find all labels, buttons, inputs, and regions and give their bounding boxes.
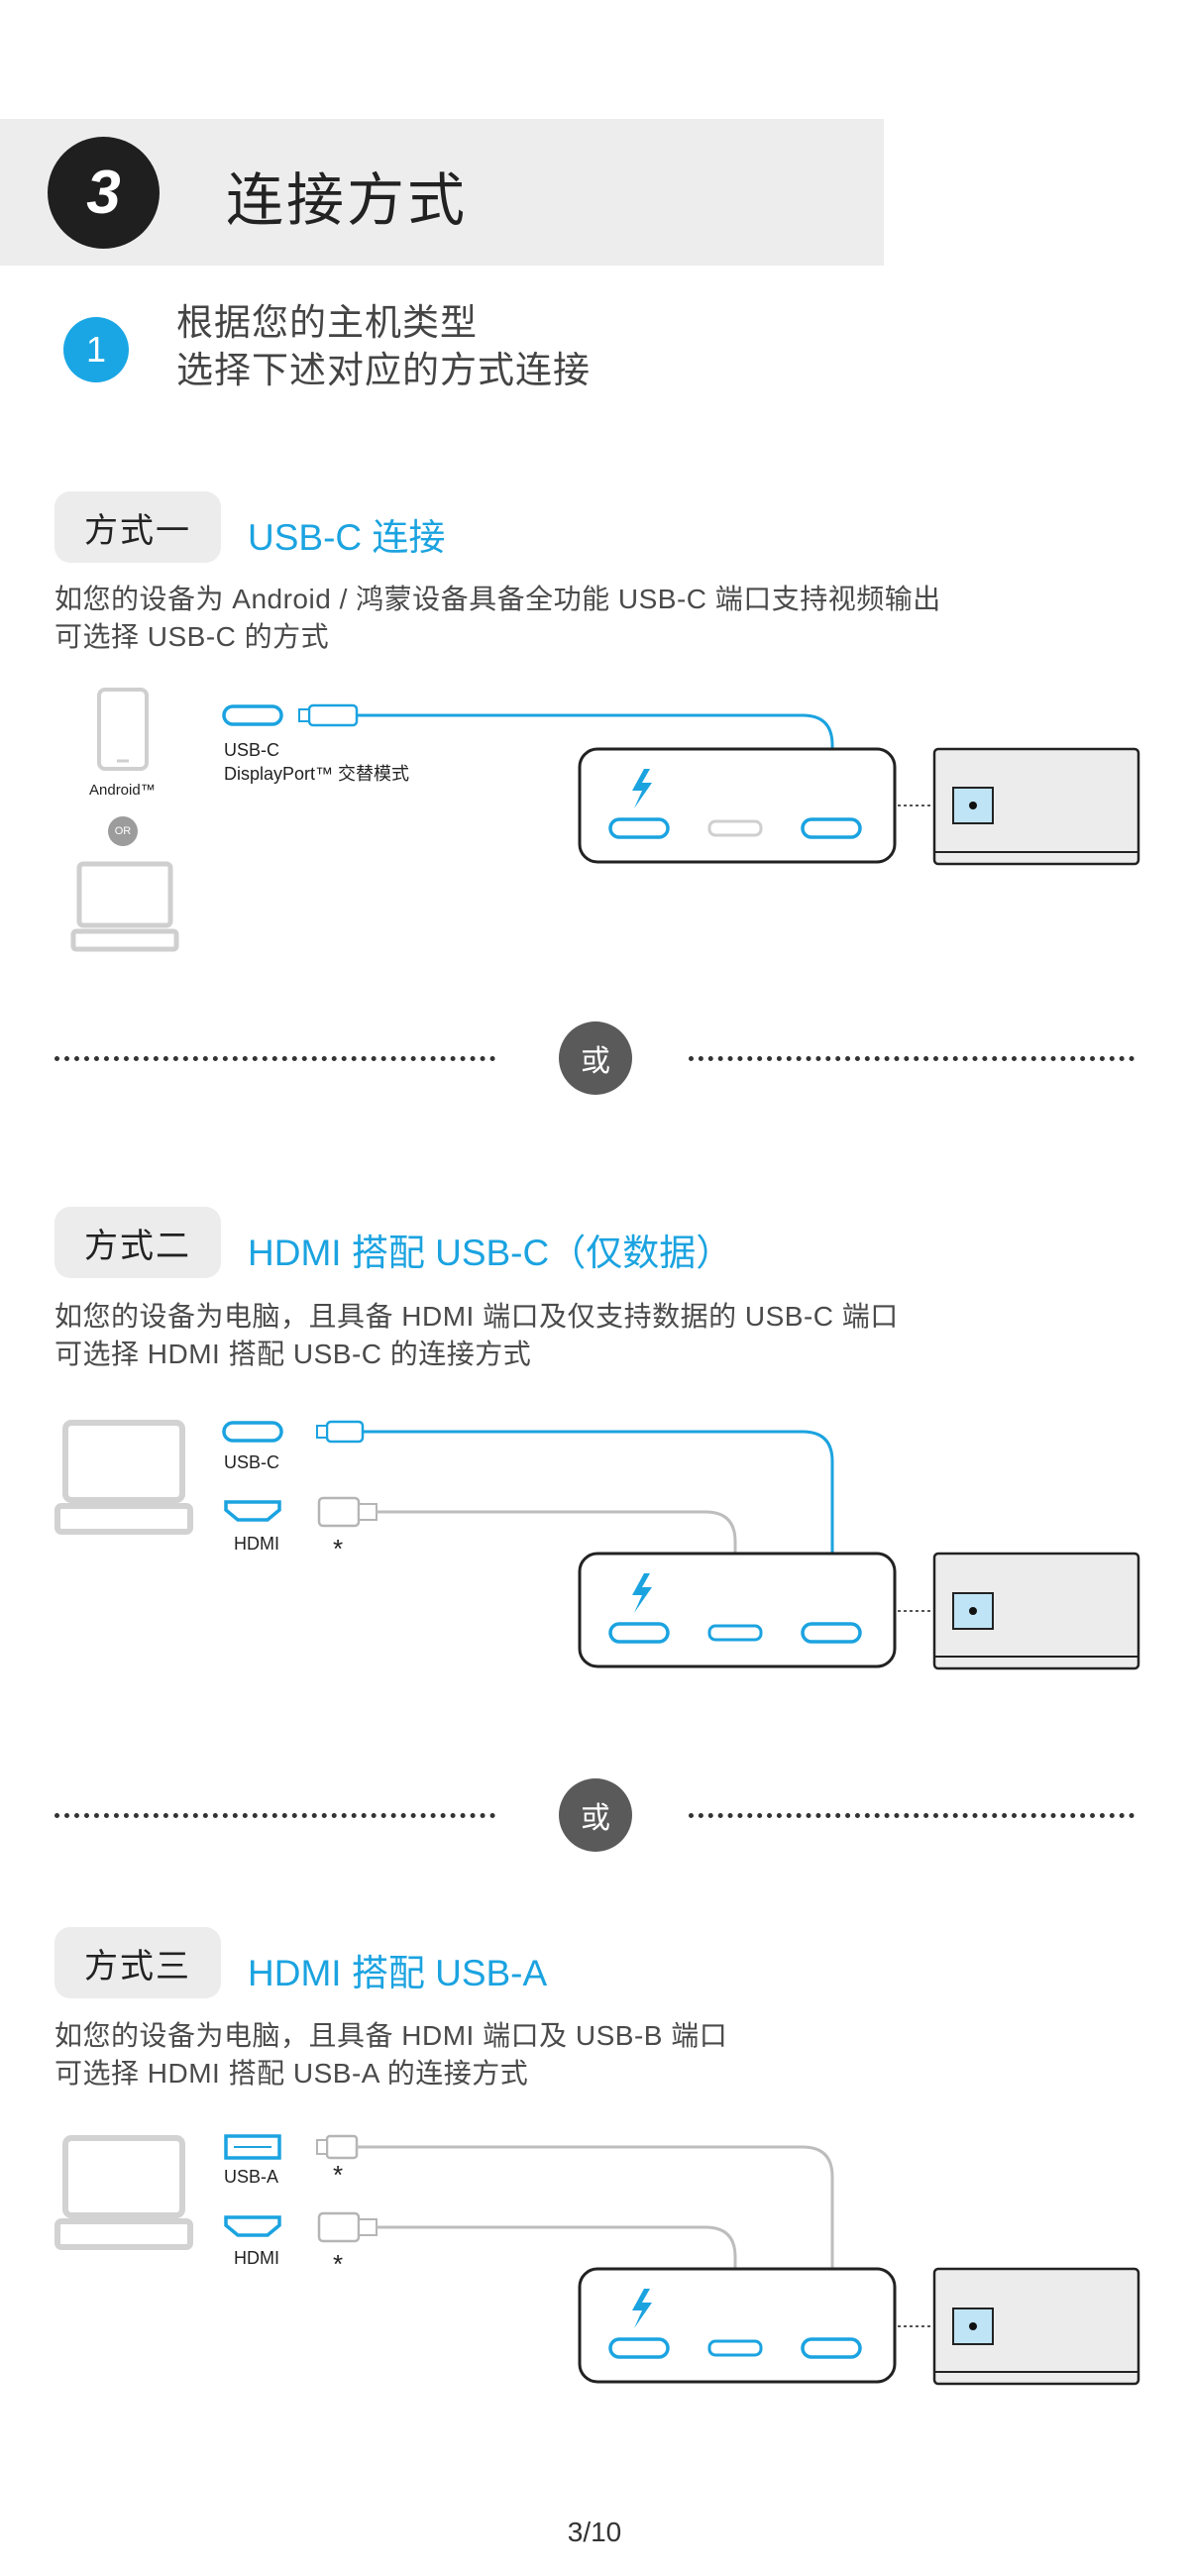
method-1-badge: 方式一 [54, 491, 221, 563]
separator-dots-right [689, 1056, 1135, 1061]
sub-step-badge: 1 [63, 317, 129, 382]
note-asterisk-3b: * [333, 2249, 344, 2279]
monitor-icon-3 [932, 2267, 1140, 2386]
dock-icon-3 [578, 2267, 897, 2384]
power-icon [632, 769, 652, 808]
method-2-badge: 方式二 [54, 1207, 221, 1278]
monitor-icon-2 [932, 1552, 1140, 1670]
hdmi-label-3: HDMI [234, 2248, 279, 2268]
hdmi-port-icon-2 [224, 1500, 281, 1522]
method-3-desc-line-1: 如您的设备为电脑，且具备 HDMI 端口及 USB-B 端口 [54, 2020, 728, 2051]
usb-a-label-3: USB-A [224, 2167, 279, 2187]
method-2-description: 如您的设备为电脑，且具备 HDMI 端口及仅支持数据的 USB-C 端口 可选择… [54, 1298, 899, 1373]
usb-c-port-icon [222, 704, 283, 726]
method-3-title: HDMI 搭配 USB-A [248, 1953, 548, 1993]
laptop-icon-3 [54, 2135, 193, 2250]
method-3-description: 如您的设备为电脑，且具备 HDMI 端口及 USB-B 端口 可选择 HDMI … [54, 2017, 727, 2093]
displayport-label: DisplayPort™ 交替模式 [224, 764, 410, 784]
method-1-desc-line-2: 可选择 USB-C 的方式 [54, 621, 330, 652]
method-1-description: 如您的设备为 Android / 鸿蒙设备具备全功能 USB-C 端口支持视频输… [54, 581, 941, 656]
usb-a-port-icon-3 [224, 2134, 281, 2160]
method-3-badge: 方式三 [54, 1927, 221, 1998]
method-3-desc-line-2: 可选择 HDMI 搭配 USB-A 的连接方式 [54, 2058, 529, 2089]
intro-line-1: 根据您的主机类型 [176, 302, 478, 343]
method-2-desc-line-2: 可选择 HDMI 搭配 USB-C 的连接方式 [54, 1339, 532, 1369]
method-1-desc-line-1: 如您的设备为 Android / 鸿蒙设备具备全功能 USB-C 端口支持视频输… [54, 584, 941, 614]
laptop-icon-2 [54, 1420, 193, 1535]
laptop-icon [70, 861, 179, 952]
or-separator-badge: 或 [559, 1021, 632, 1095]
or-separator-badge-2: 或 [559, 1778, 632, 1852]
dock-icon-1 [578, 747, 897, 864]
step-number-badge: 3 [48, 137, 160, 249]
intro-text: 根据您的主机类型 选择下述对应的方式连接 [176, 299, 591, 394]
intro-line-2: 选择下述对应的方式连接 [176, 350, 591, 390]
dock-icon-2 [578, 1552, 897, 1668]
hdmi-label-2: HDMI [234, 1534, 279, 1554]
separator-dots-left-2 [54, 1813, 495, 1818]
usb-c-label-2: USB-C [224, 1452, 280, 1472]
method-2-title: HDMI 搭配 USB-C（仅数据） [248, 1233, 733, 1273]
method-1-title: USB-C 连接 [248, 517, 446, 558]
or-small-badge: OR [108, 816, 138, 846]
separator-dots-left [54, 1056, 495, 1061]
page-number: 3/10 [567, 2517, 622, 2547]
note-asterisk-2: * [333, 1534, 344, 1563]
separator-dots-right-2 [689, 1813, 1135, 1818]
phone-icon [97, 688, 149, 771]
section-title: 连接方式 [226, 168, 469, 233]
usb-c-label: USB-C [224, 740, 280, 760]
monitor-icon-1 [932, 747, 1140, 866]
usb-c-port-icon-2 [222, 1421, 283, 1443]
android-label: Android™ [89, 782, 156, 799]
hdmi-port-icon-3 [224, 2215, 281, 2237]
note-asterisk-3a: * [333, 2160, 344, 2190]
method-2-desc-line-1: 如您的设备为电脑，且具备 HDMI 端口及仅支持数据的 USB-C 端口 [54, 1301, 899, 1332]
